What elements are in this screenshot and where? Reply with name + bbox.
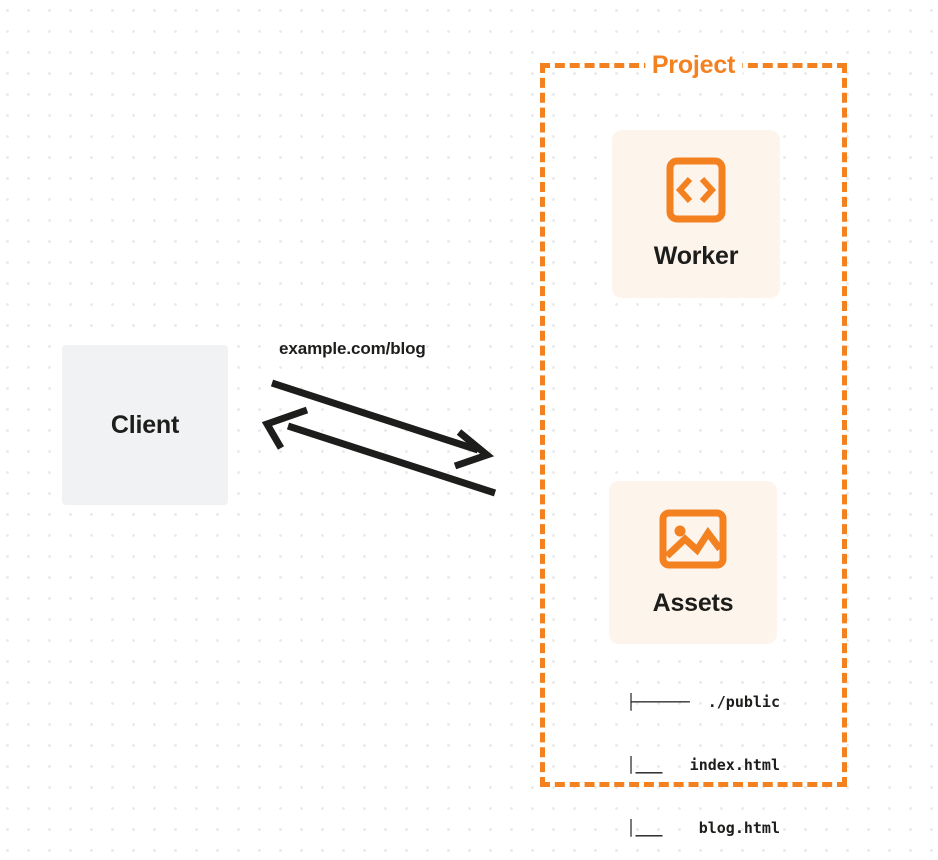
connection-label: example.com/blog: [279, 339, 426, 358]
project-title: Project: [644, 51, 743, 80]
assets-node-label: Assets: [652, 588, 734, 617]
image-picture-icon: [659, 508, 727, 575]
file-tree-line: │___ blog.html: [608, 819, 780, 837]
assets-node[interactable]: Assets: [609, 481, 777, 644]
file-tree-line: │___ index.html: [608, 756, 780, 774]
file-tree-line: ├────── ./public: [626, 693, 780, 711]
response-arrow: [261, 406, 497, 497]
assets-file-tree: ├────── ./public │___ index.html │___ bl…: [584, 650, 780, 860]
code-brackets-icon: [665, 157, 727, 228]
request-arrow: [270, 379, 495, 470]
worker-node-label: Worker: [653, 242, 739, 270]
client-node-label: Client: [110, 410, 180, 439]
client-node: Client: [62, 345, 228, 505]
worker-node[interactable]: Worker: [612, 130, 780, 298]
project-container: Project: [540, 51, 847, 787]
